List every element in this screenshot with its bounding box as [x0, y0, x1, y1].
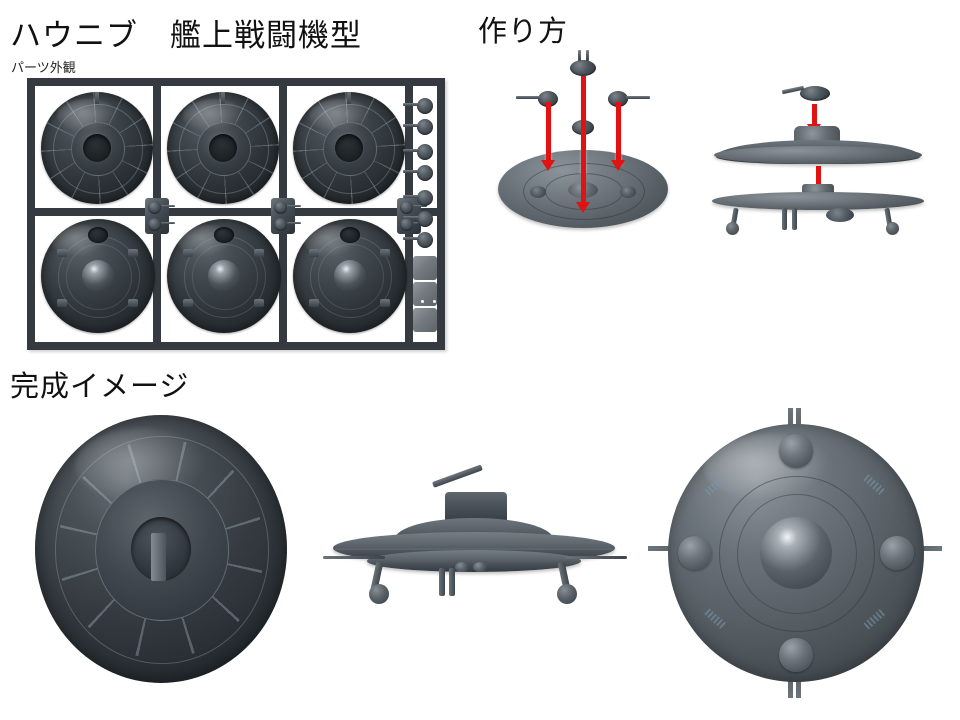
step1-gear-socket — [530, 186, 546, 198]
sprue-part-upper-shell — [41, 92, 153, 204]
sprue-part-turret-head — [274, 201, 287, 214]
sprue-part-gear-strut — [403, 103, 419, 106]
step2-part-turret — [800, 86, 830, 101]
sprue-part-lower-hull — [41, 219, 155, 333]
sprue-part-barrel — [287, 222, 301, 224]
side-belly-pod — [473, 562, 487, 572]
step1-part-gear-strut — [516, 96, 540, 99]
sprue-part-lower-hull — [293, 219, 407, 333]
step2-lower-hull — [712, 192, 924, 210]
side-landing-leg — [449, 568, 455, 596]
sprue-part-landing-gear — [417, 165, 433, 181]
step2-landing-leg — [792, 208, 797, 230]
side-landing-leg — [439, 568, 445, 596]
bottom-gear-pod — [880, 536, 914, 570]
finished-section-label: 完成イメージ — [10, 371, 190, 403]
side-belly-pod — [455, 562, 469, 572]
bottom-gear-pod — [779, 434, 813, 468]
howto-step-2 — [700, 85, 940, 238]
step1-part-barrel — [586, 50, 589, 61]
side-outrigger — [565, 556, 627, 559]
parts-section-label: パーツ外観 — [11, 60, 76, 75]
parts-sprue — [27, 78, 445, 350]
sprue-part-turret-head — [148, 218, 161, 231]
step2-landing-leg — [782, 208, 787, 230]
sprue-part-barrel — [161, 222, 175, 224]
step1-part-turret — [570, 60, 596, 76]
sprue-part-landing-gear — [417, 144, 433, 160]
sprue-part-misc — [413, 308, 437, 332]
sprue-inner-frame — [35, 86, 437, 342]
finished-view-side — [315, 464, 627, 605]
sprue-part-turret-head — [274, 218, 287, 231]
bottom-gear-pod — [678, 536, 712, 570]
step1-part-gear-strut — [626, 96, 650, 99]
sprue-part-landing-gear — [417, 211, 433, 227]
sprue-part-lower-hull — [167, 219, 281, 333]
sprue-part-landing-gear — [417, 232, 433, 248]
finished-view-bottom-wrap — [648, 408, 942, 698]
bottom-vent — [862, 608, 886, 630]
sprue-part-turret-head — [400, 201, 413, 214]
sprue-part-gear-strut — [403, 170, 419, 173]
sprue-part-turret-head — [400, 218, 413, 231]
bottom-gear-pod — [779, 638, 813, 672]
sprue-runner — [35, 208, 437, 216]
sprue-part-misc — [413, 256, 437, 280]
sprue-part-barrel — [287, 205, 301, 207]
step1-gear-socket — [620, 186, 636, 198]
step2-landing-pad — [886, 222, 899, 235]
sprue-part-gear-strut — [403, 195, 419, 198]
side-landing-pad — [369, 584, 389, 604]
sprue-part-landing-gear — [417, 119, 433, 135]
side-gun-barrel — [431, 464, 483, 488]
sprue-part-gear-strut — [403, 124, 419, 127]
side-outrigger — [323, 556, 385, 559]
bottom-vent — [862, 474, 886, 496]
finished-view-bottom — [668, 424, 924, 682]
step1-part-landing-gear — [538, 91, 558, 107]
page-title: ハウニブ 艦上戦闘機型 — [10, 18, 362, 53]
step2-landing-pad — [726, 222, 739, 235]
sprue-part-barrel — [413, 205, 427, 207]
sprue-part-turret-head — [148, 201, 161, 214]
howto-section-label: 作り方 — [478, 16, 569, 48]
step1-part-landing-gear — [608, 91, 628, 107]
howto-step-1 — [490, 50, 680, 243]
bottom-vent — [704, 608, 727, 630]
sprue-part-upper-shell — [167, 92, 279, 204]
sprue-part-gear-strut — [403, 149, 419, 152]
step1-part-barrel — [578, 50, 581, 61]
side-panel-line — [335, 548, 613, 550]
side-lower-hull — [367, 550, 581, 572]
sprue-part-landing-gear — [417, 190, 433, 206]
sprue-part-upper-shell — [293, 92, 405, 204]
finished-view-top — [35, 415, 287, 683]
sprue-part-barrel — [161, 205, 175, 207]
step2-upper-shell-rim — [714, 146, 922, 164]
step2-gear-pod — [826, 208, 854, 222]
sprue-part-gear-strut — [403, 237, 419, 240]
sprue-part-landing-gear — [417, 98, 433, 114]
sprue-part-gear-strut — [403, 216, 419, 219]
side-landing-pad — [557, 584, 577, 604]
